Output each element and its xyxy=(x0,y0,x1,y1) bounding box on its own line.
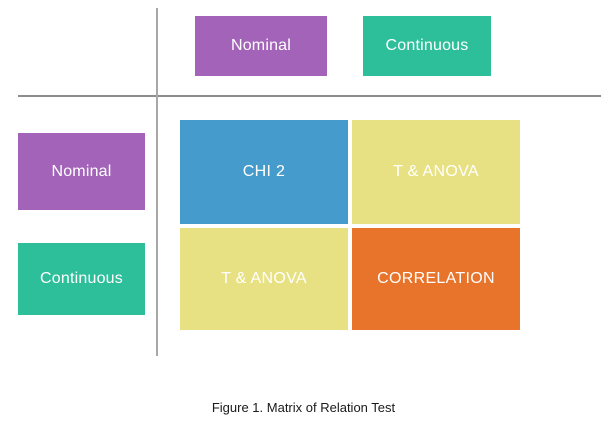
row-header-nominal: Nominal xyxy=(18,133,145,210)
column-header-nominal: Nominal xyxy=(195,16,327,76)
matrix-cell-nominal-nominal: CHI 2 xyxy=(180,120,348,224)
matrix-cell-nominal-continuous: T & ANOVA xyxy=(352,120,520,224)
axis-vertical-divider xyxy=(156,8,158,356)
matrix-cell-continuous-continuous: CORRELATION xyxy=(352,228,520,330)
axis-horizontal-divider xyxy=(18,95,601,97)
relation-test-matrix: CHI 2 T & ANOVA T & ANOVA CORRELATION xyxy=(180,120,520,330)
row-header-continuous: Continuous xyxy=(18,243,145,315)
matrix-cell-continuous-nominal: T & ANOVA xyxy=(180,228,348,330)
column-header-continuous: Continuous xyxy=(363,16,491,76)
figure-caption: Figure 1. Matrix of Relation Test xyxy=(211,400,396,415)
